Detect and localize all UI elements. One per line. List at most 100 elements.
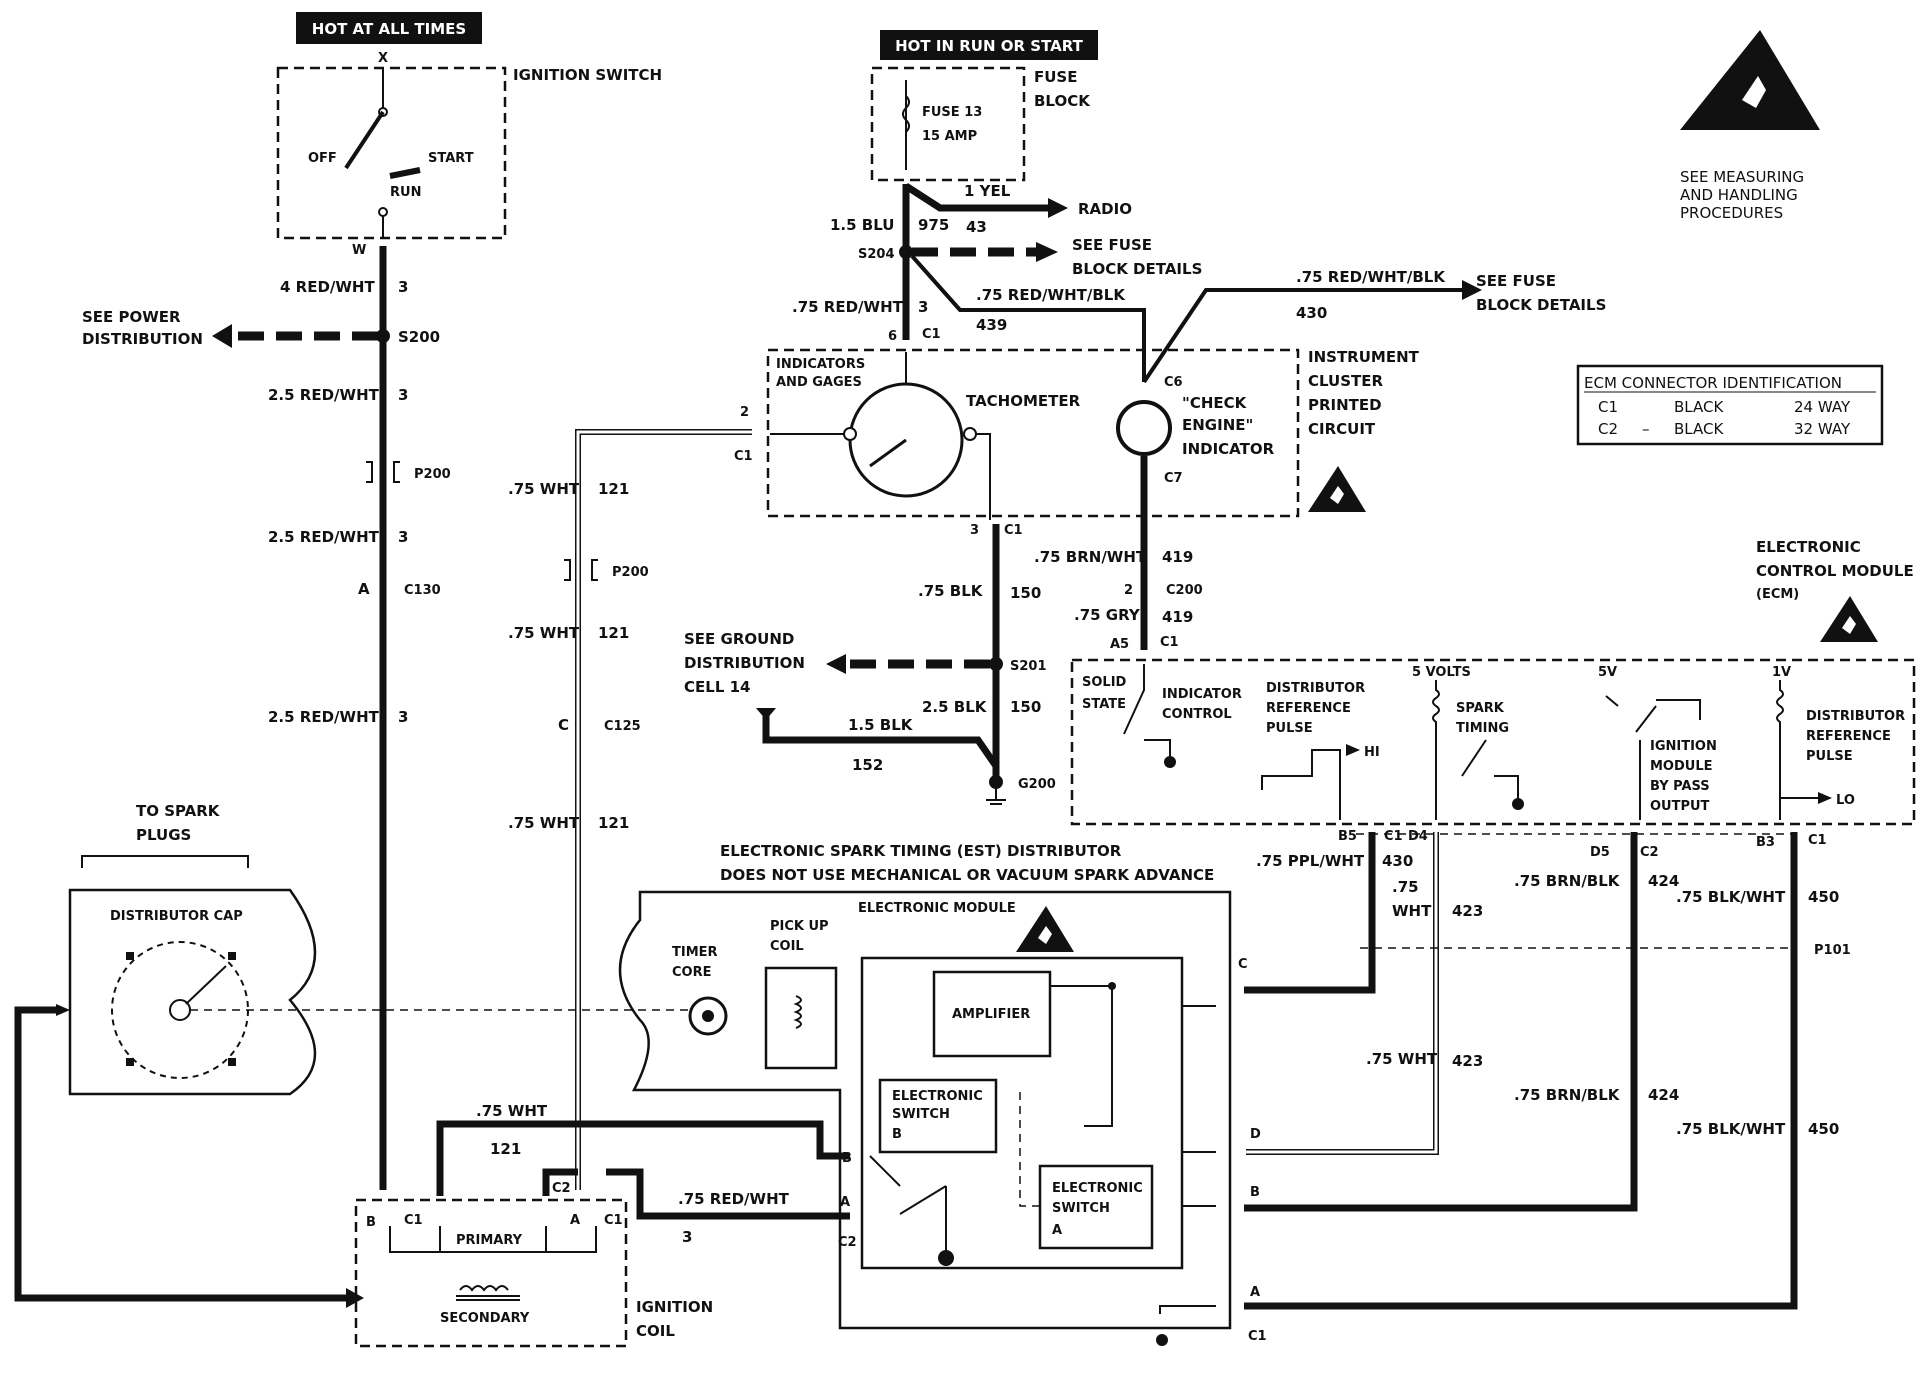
wire-label-.75-blk-wht-a: .75 BLK/WHT xyxy=(1676,888,1786,906)
check-engine-lamp xyxy=(1116,400,1172,456)
lo-label: LO xyxy=(1836,793,1855,808)
solid-state-label-1: SOLID xyxy=(1082,675,1127,690)
wire-label-.75-ppl-wht: .75 PPL/WHT xyxy=(1256,852,1365,870)
circuit-label-424a: 424 xyxy=(1648,872,1679,890)
connector-c200: C200 xyxy=(1166,583,1203,598)
see-fuse-label-a: SEE FUSE xyxy=(1072,236,1152,254)
wire-label-.75-wht-a: .75 WHT xyxy=(508,480,580,498)
fuse-block: FUSE 13 15 AMP FUSE BLOCK xyxy=(870,66,1091,182)
pickup-coil-label-2: COIL xyxy=(770,939,804,954)
ignition-module-bypass-4: OUTPUT xyxy=(1650,799,1710,814)
ignition-module-bypass-3: BY PASS xyxy=(1650,779,1710,794)
pin-a-module: A xyxy=(1250,1285,1260,1300)
timer-core-label-1: TIMER xyxy=(672,945,718,960)
wire-label-.75-wht-b: .75 WHT xyxy=(508,624,580,642)
pin-6: 6 xyxy=(888,329,897,344)
cluster-title-1: INSTRUMENT xyxy=(1308,348,1420,366)
coil-connector-c1a: C1 xyxy=(404,1213,423,1228)
wire-label-coil-.75-wht: .75 WHT xyxy=(476,1102,548,1120)
hot-in-run-header: HOT IN RUN OR START xyxy=(880,30,1098,60)
ecm-id-row1-color: BLACK xyxy=(1674,398,1724,416)
circuit-label-150b: 150 xyxy=(1010,698,1041,716)
circuit-label-3d: 3 xyxy=(398,708,408,726)
pin-2-cluster: 2 xyxy=(740,405,749,420)
connector-c130: C130 xyxy=(404,583,441,598)
drp-lo-label-3: PULSE xyxy=(1806,749,1853,764)
ecm-id-row2-ways: 32 WAY xyxy=(1794,420,1851,438)
see-ground-label-1: SEE GROUND xyxy=(684,630,794,648)
wire-label-.75-brn-blk-b: .75 BRN/BLK xyxy=(1514,1086,1621,1104)
hi-label: HI xyxy=(1364,745,1380,760)
circuit-label-121b: 121 xyxy=(598,624,629,642)
connector-c7: C7 xyxy=(1164,471,1183,486)
ecm-id-row2-conn: C2 xyxy=(1598,420,1618,438)
amplifier-label: AMPLIFIER xyxy=(952,1007,1030,1022)
to-spark-label-1: TO SPARK xyxy=(136,802,221,820)
ecm-id-row2-dash: – xyxy=(1642,420,1650,438)
ecm-id-row1-conn: C1 xyxy=(1598,398,1618,416)
wire-label-1-yel: 1 YEL xyxy=(964,182,1011,200)
ground-wiring: .75 BLK 150 S201 SEE GROUND DISTRIBUTION… xyxy=(684,524,1056,805)
circuit-label-121-coil: 121 xyxy=(490,1140,521,1158)
wire-label-.75-wht-d: .75 WHT xyxy=(1366,1050,1438,1068)
timer-core-label-2: CORE xyxy=(672,965,711,980)
connector-c1-module: C1 xyxy=(1248,1329,1267,1344)
wire-label-.75-brn-wht: .75 BRN/WHT xyxy=(1034,548,1147,566)
coil-pin-b: B xyxy=(366,1215,376,1230)
radio-label: RADIO xyxy=(1078,200,1132,218)
indicator-control-2: CONTROL xyxy=(1162,707,1232,722)
circuit-label-430-top: 430 xyxy=(1296,304,1327,322)
circuit-label-3c: 3 xyxy=(398,528,408,546)
main-red-wht-wire: 4 RED/WHT 3 S200 SEE POWER DISTRIBUTION … xyxy=(82,246,451,1190)
ecm-module: ELECTRONIC CONTROL MODULE (ECM) SOLID ST… xyxy=(1070,538,1916,826)
pin-d5: D5 xyxy=(1590,845,1610,860)
coil-connector-c2: C2 xyxy=(552,1181,571,1196)
ecm-id-title: ECM CONNECTOR IDENTIFICATION xyxy=(1584,374,1842,392)
see-power-label-2: DISTRIBUTION xyxy=(82,330,203,348)
hot-at-all-times-header: HOT AT ALL TIMES xyxy=(296,12,482,44)
wire-label-4-red-wht: 4 RED/WHT xyxy=(280,278,375,296)
circuit-label-419a: 419 xyxy=(1162,548,1193,566)
circuit-label-3-coil: 3 xyxy=(682,1228,692,1246)
circuit-label-152: 152 xyxy=(852,756,883,774)
pin-2-c200: 2 xyxy=(1124,583,1133,598)
circuit-label-3a: 3 xyxy=(398,278,408,296)
switch-start-label: START xyxy=(428,151,474,166)
see-fuse-label-d: BLOCK DETAILS xyxy=(1476,296,1606,314)
coil-secondary-label: SECONDARY xyxy=(440,1311,530,1326)
wire-label-.75-red-wht-top: .75 RED/WHT xyxy=(792,298,904,316)
coil-primary-label: PRIMARY xyxy=(456,1233,523,1248)
circuit-label-419b: 419 xyxy=(1162,608,1193,626)
tachometer-label: TACHOMETER xyxy=(966,392,1081,410)
pin-d-module: D xyxy=(1250,1127,1261,1142)
wire-label-.75-blk-wht-b: .75 BLK/WHT xyxy=(1676,1120,1786,1138)
fuse-13-label: FUSE 13 xyxy=(922,105,982,120)
pin-b-module: B xyxy=(1250,1185,1260,1200)
hot-in-run-text: HOT IN RUN OR START xyxy=(895,37,1084,55)
esd-icon-module xyxy=(1016,906,1074,952)
see-power-label: SEE POWER xyxy=(82,308,181,326)
see-fuse-label-c: SEE FUSE xyxy=(1476,272,1556,290)
switch-off-label: OFF xyxy=(308,151,337,166)
check-engine-label-1: "CHECK xyxy=(1182,394,1248,412)
ignition-coil-title-1: IGNITION xyxy=(636,1298,713,1316)
switch-b-label-2: SWITCH xyxy=(892,1107,950,1122)
splice-s204: S204 xyxy=(858,247,895,262)
cluster-title-2: CLUSTER xyxy=(1308,372,1383,390)
connector-c1-b5: C1 xyxy=(1384,829,1403,844)
switch-b-label-3: B xyxy=(892,1127,902,1142)
circuit-label-424b: 424 xyxy=(1648,1086,1679,1104)
wire-label-1.5-blk: 1.5 BLK xyxy=(848,716,914,734)
esd-warning-icon: SEE MEASURING AND HANDLING PROCEDURES xyxy=(1680,30,1820,222)
check-engine-label-2: ENGINE" xyxy=(1182,416,1253,434)
wire-label-.75-brn-blk-a: .75 BRN/BLK xyxy=(1514,872,1621,890)
indicators-label: INDICATORS xyxy=(776,357,865,372)
wire-label-1.5-blu: 1.5 BLU xyxy=(830,216,894,234)
wire-label-.75-red-wht-blk-a: .75 RED/WHT/BLK xyxy=(976,286,1126,304)
ignition-module-bypass-2: MODULE xyxy=(1650,759,1713,774)
wire-label-.75-red-wht-blk-b: .75 RED/WHT/BLK xyxy=(1296,268,1446,286)
ecm-id-row2-color: BLACK xyxy=(1674,420,1724,438)
wire-label-wht-a: WHT xyxy=(1392,902,1432,920)
indicator-control-1: INDICATOR xyxy=(1162,687,1242,702)
wire-label-.75-wht-c: .75 WHT xyxy=(508,814,580,832)
